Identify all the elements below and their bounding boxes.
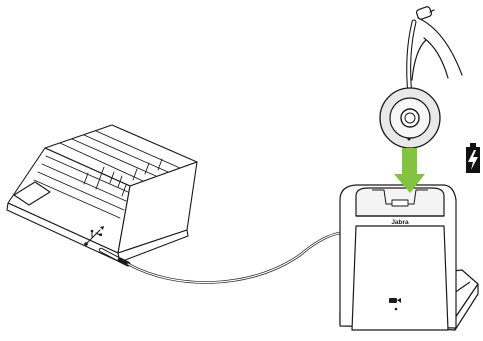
charging-base-icon: Jabra [340, 185, 478, 330]
base-brand-label: Jabra [391, 219, 409, 226]
battery-charging-icon [466, 143, 480, 173]
headset-icon [380, 6, 462, 148]
laptop-icon [7, 125, 197, 262]
